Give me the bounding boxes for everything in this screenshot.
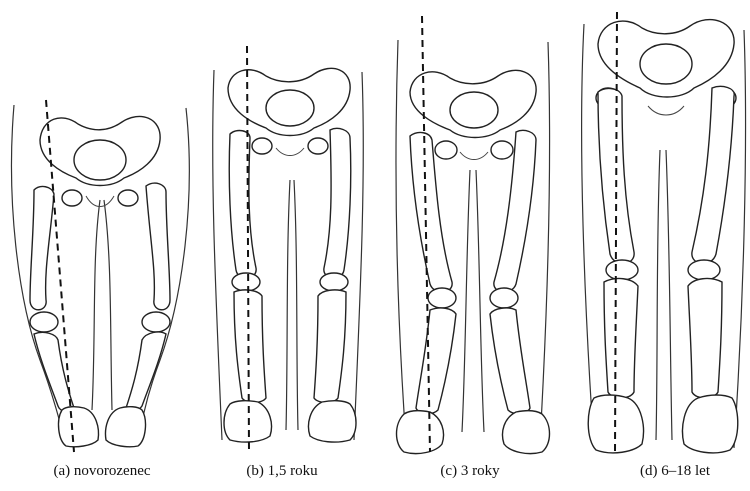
right-foot-3-years	[503, 411, 550, 454]
figure-6-18-years	[582, 12, 746, 453]
caption-3-years: (c) 3 roky	[440, 463, 499, 480]
left-tibia-1-5-years	[234, 290, 266, 403]
left-femur-1-5-years	[229, 131, 256, 279]
left-foot-3-years	[397, 411, 444, 454]
right-femur-6-18-years	[692, 86, 734, 263]
right-foot-1-5-years	[309, 401, 357, 442]
left-tibia-6-18-years	[604, 279, 638, 398]
figure-3-years	[396, 16, 550, 454]
caption-6-18-years: (d) 6–18 let	[640, 463, 710, 480]
right-femur-1-5-years	[324, 128, 351, 278]
pelvis-newborn	[40, 116, 160, 206]
left-foot-newborn	[59, 407, 99, 447]
right-femur-newborn	[146, 183, 170, 310]
right-foot-newborn	[106, 407, 146, 447]
left-tibia-3-years	[416, 308, 456, 414]
right-tibia-3-years	[490, 308, 530, 414]
caption-newborn: (a) novorozenec	[53, 463, 150, 480]
figure-newborn	[12, 100, 190, 452]
right-tibia-6-18-years	[688, 279, 722, 398]
right-tibia-newborn	[126, 332, 166, 412]
right-foot-6-18-years	[683, 395, 738, 453]
right-tibia-1-5-years	[314, 290, 346, 403]
left-foot-1-5-years	[224, 401, 272, 442]
figure-1-5-years	[213, 46, 364, 452]
left-femur-newborn	[30, 187, 54, 310]
caption-1-5-years: (b) 1,5 roku	[246, 463, 317, 480]
